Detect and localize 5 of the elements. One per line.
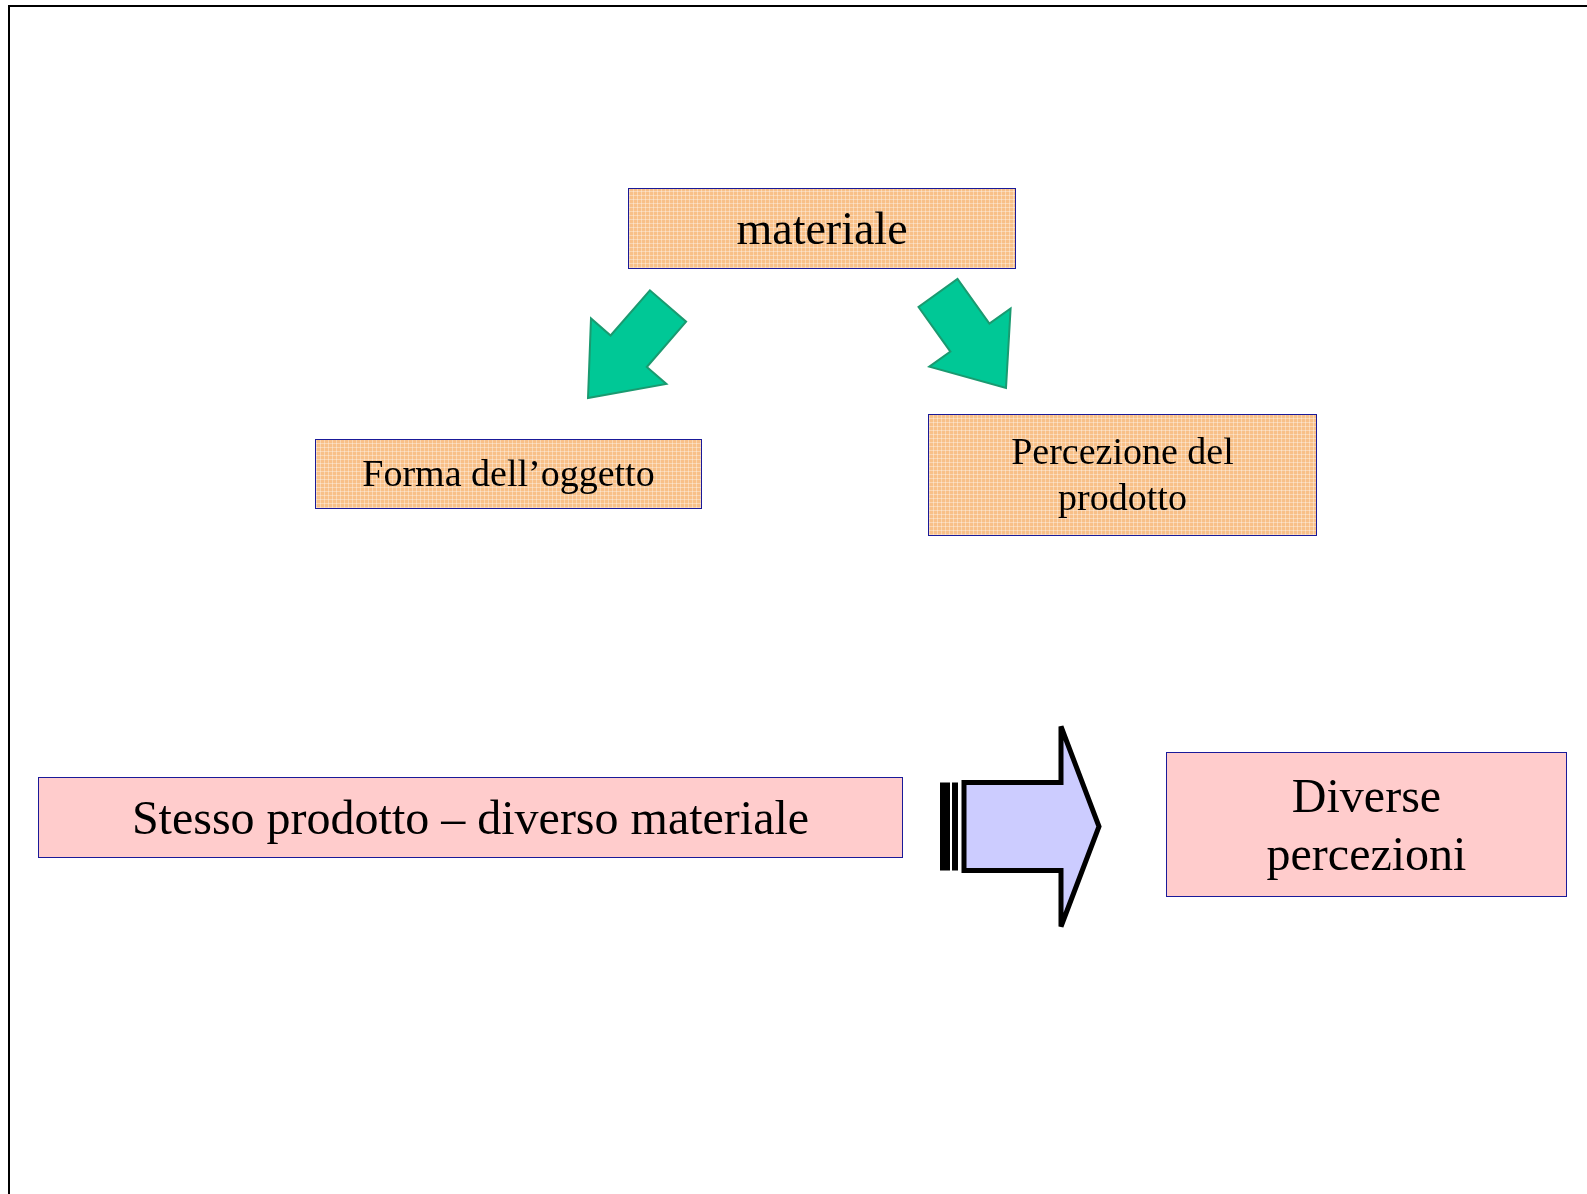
text-box: Forma dell’oggetto — [315, 439, 702, 509]
text-box: Percezione del prodotto — [928, 414, 1317, 536]
text-box: Diverse percezioni — [1166, 752, 1567, 897]
text-box: materiale — [628, 188, 1016, 269]
text-box: Stesso prodotto – diverso materiale — [38, 777, 903, 858]
